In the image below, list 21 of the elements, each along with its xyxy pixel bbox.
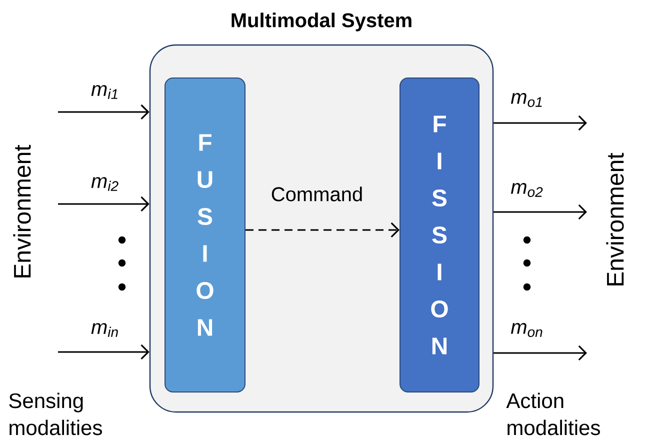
fusion-box: FUSION: [164, 78, 246, 392]
edge-label: m$_{in}$: [90, 322, 120, 338]
arrow: [246, 222, 400, 238]
side-label: Environment: [13, 144, 31, 278]
arrow: [494, 345, 587, 361]
edge-label: m$_{o2}$: [510, 182, 544, 198]
edge-label: m$_{on}$: [510, 322, 544, 338]
edge-label: m$_{i1}$: [90, 84, 120, 100]
edge-label: Command: [270, 186, 364, 202]
fission-box: FISSION: [400, 78, 480, 392]
arrow: [58, 104, 150, 120]
caption: Sensing modalities: [9, 392, 102, 436]
arrow: [58, 196, 150, 212]
edge-label: m$_{i2}$: [90, 176, 120, 192]
edge-label: m$_{o1}$: [510, 92, 544, 108]
side-label: Environment: [606, 152, 624, 286]
arrow: [58, 344, 150, 360]
arrow: [494, 115, 587, 131]
arrow: [494, 204, 587, 220]
caption: Action modalities: [506, 392, 600, 436]
title: Multimodal System: [232, 12, 412, 32]
